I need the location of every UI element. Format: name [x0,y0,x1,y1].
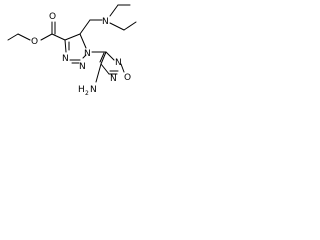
carbonyl-oxygen-label: O [49,12,56,22]
amino-group-label: H 2 N [78,85,97,97]
triazole-n3-label: N [62,54,69,64]
amino-n-label: N [90,85,97,95]
triazole-n2-label: N [79,62,86,72]
oxadiazole-n2-label: N [115,58,122,68]
molecule-structure: O O N N N N N O N H 2 N [0,0,156,105]
triazole-n1-label: N [84,49,91,59]
oxadiazole-oxygen-label: O [124,73,131,83]
oxadiazole-n5-label: N [110,74,117,84]
amino-h-label: H [78,85,85,95]
triazole-ring-bonds [64,33,87,64]
chemical-structure-drawing: O O N N N N N O N H 2 N [7,4,137,97]
amine-nitrogen-label: N [102,17,109,27]
diethylaminomethyl-bonds [79,4,137,35]
amino-subscript: 2 [85,90,89,97]
oxadiazole-ring-bonds [91,51,125,83]
ethyl-ester-bonds [7,21,66,41]
ester-oxygen-label: O [31,37,38,47]
